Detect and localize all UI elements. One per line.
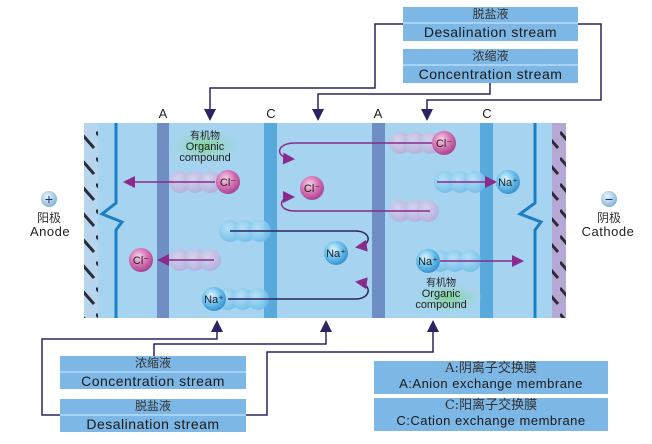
cathode-symbol-icon — [601, 191, 617, 207]
organic-label-en1-1: Organic — [186, 141, 225, 153]
top-desalination-label: 脱盐液 Desalination stream — [403, 7, 578, 41]
na-ion-2-label: Na⁺ — [326, 248, 346, 260]
bottom-desalination-zh: 脱盐液 — [134, 399, 171, 413]
cl-ion-1 — [216, 170, 240, 194]
na-arrow-2 — [230, 230, 369, 252]
na-ion-3 — [202, 287, 226, 311]
organic-label-zh-2: 有机物 — [426, 276, 456, 289]
top-concentration-label: 浓缩液 Concentration stream — [403, 49, 578, 83]
cathode-symbol: − — [605, 191, 613, 207]
cl-ion-3 — [300, 176, 324, 200]
bottom-desalination-en: Desalination stream — [86, 416, 220, 432]
organic-label-en1-2: Organic — [422, 288, 461, 300]
cl-ion-4-label: Cl⁻ — [133, 255, 149, 267]
cl-ion-3-label: Cl⁻ — [304, 183, 320, 195]
membrane-c-2 — [480, 123, 493, 318]
cathode-label-en: Cathode — [582, 224, 635, 239]
cl-arrow-3 — [280, 191, 430, 212]
cathode-wire — [516, 123, 544, 318]
bottom-concentration-en: Concentration stream — [81, 373, 225, 389]
anode-wire — [99, 123, 125, 318]
legend-cation-en: C:Cation exchange membrane — [396, 413, 586, 428]
organic-label-en2-2: compound — [415, 299, 466, 311]
flow-line-conc-bottom — [153, 320, 332, 356]
na-ion-3-label: Na⁺ — [204, 294, 224, 306]
cl-arrow-2 — [278, 142, 432, 165]
cl-ion-1-label: Cl⁻ — [220, 177, 236, 189]
tank — [84, 123, 566, 318]
anode-symbol-icon — [41, 191, 57, 207]
organic-blob-2 — [414, 283, 482, 313]
na-ion-4-label: Na⁺ — [418, 256, 438, 268]
top-concentration-zh: 浓缩液 — [472, 49, 509, 63]
cl-ion-4 — [129, 248, 153, 272]
bottom-concentration-zh: 浓缩液 — [134, 356, 171, 370]
top-desalination-zh: 脱盐液 — [472, 7, 509, 21]
top-desalination-en: Desalination stream — [423, 24, 558, 40]
anode-label-zh: 阳极 — [37, 211, 61, 225]
na-ion-2 — [324, 241, 348, 265]
flow-line-desal-top-right — [421, 23, 602, 121]
anode-symbol: + — [45, 191, 53, 207]
flow-line-desal-top-left — [204, 23, 403, 121]
flow-line-conc-top — [312, 82, 491, 121]
flow-line-desal-bottom-right — [246, 320, 439, 416]
na-arrow-3 — [228, 277, 369, 300]
na-ion-4 — [416, 249, 440, 273]
flow-line-desal-bottom-left — [41, 320, 223, 416]
membrane-label-2: C — [266, 106, 275, 121]
membrane-label-4: C — [482, 106, 491, 121]
cathode-label-zh: 阴极 — [597, 211, 621, 225]
membrane-a-2 — [372, 123, 385, 318]
membrane-label-1: A — [159, 106, 168, 121]
bottom-concentration-label: 浓缩液 Concentration stream — [60, 356, 246, 389]
membrane-label-3: A — [374, 106, 383, 121]
anode-label-en: Anode — [30, 224, 70, 239]
organic-blob-1 — [169, 130, 241, 162]
legend-cation-zh: C:阳离子交换膜 — [444, 398, 538, 413]
membrane-c-1 — [264, 123, 277, 318]
bottom-desalination-label: 脱盐液 Desalination stream — [60, 399, 246, 432]
legend-anion-en: A:Anion exchange membrane — [399, 376, 583, 391]
legend-anion-membrane: A:阴离子交换膜 A:Anion exchange membrane — [374, 361, 608, 394]
cl-ion-2-label: Cl⁻ — [436, 138, 452, 150]
na-ion-1 — [496, 170, 520, 194]
organic-label-zh-1: 有机物 — [190, 129, 220, 142]
legend-cation-membrane: C:阳离子交换膜 C:Cation exchange membrane — [374, 398, 608, 431]
membrane-a-1 — [157, 123, 169, 318]
organic-label-en2-1: compound — [179, 152, 230, 164]
legend-anion-zh: A:阴离子交换膜 — [445, 361, 537, 376]
cl-ion-2 — [432, 131, 456, 155]
na-ion-1-label: Na⁺ — [498, 177, 518, 189]
top-concentration-en: Concentration stream — [418, 66, 563, 82]
